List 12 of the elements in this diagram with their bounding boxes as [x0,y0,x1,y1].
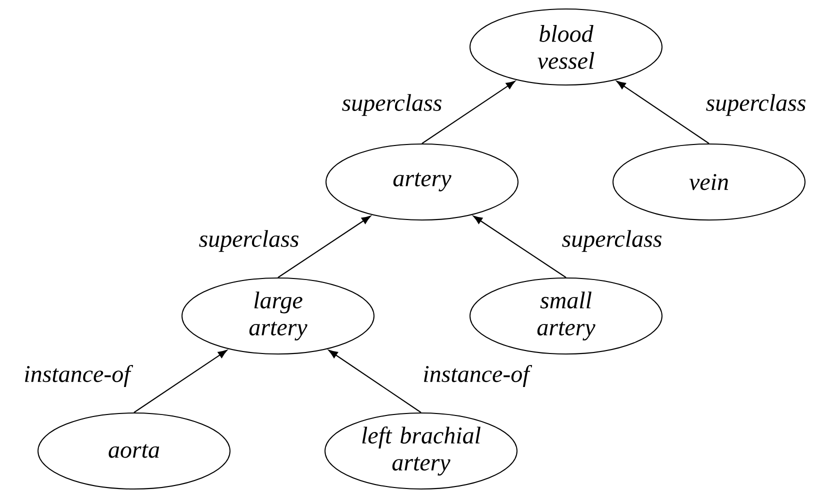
arrow [278,216,371,278]
arrow [134,350,228,413]
edge-label: superclass [562,230,662,252]
arrow [328,350,422,413]
edge-label: instance-of [424,365,532,388]
edge-label: superclass [199,230,298,252]
edge-label: superclass [706,94,806,116]
edge-label: instance-of [25,365,134,388]
arrow [616,80,710,144]
arrow [473,216,566,278]
edge-label: superclass [342,94,442,116]
arrow [422,80,516,144]
